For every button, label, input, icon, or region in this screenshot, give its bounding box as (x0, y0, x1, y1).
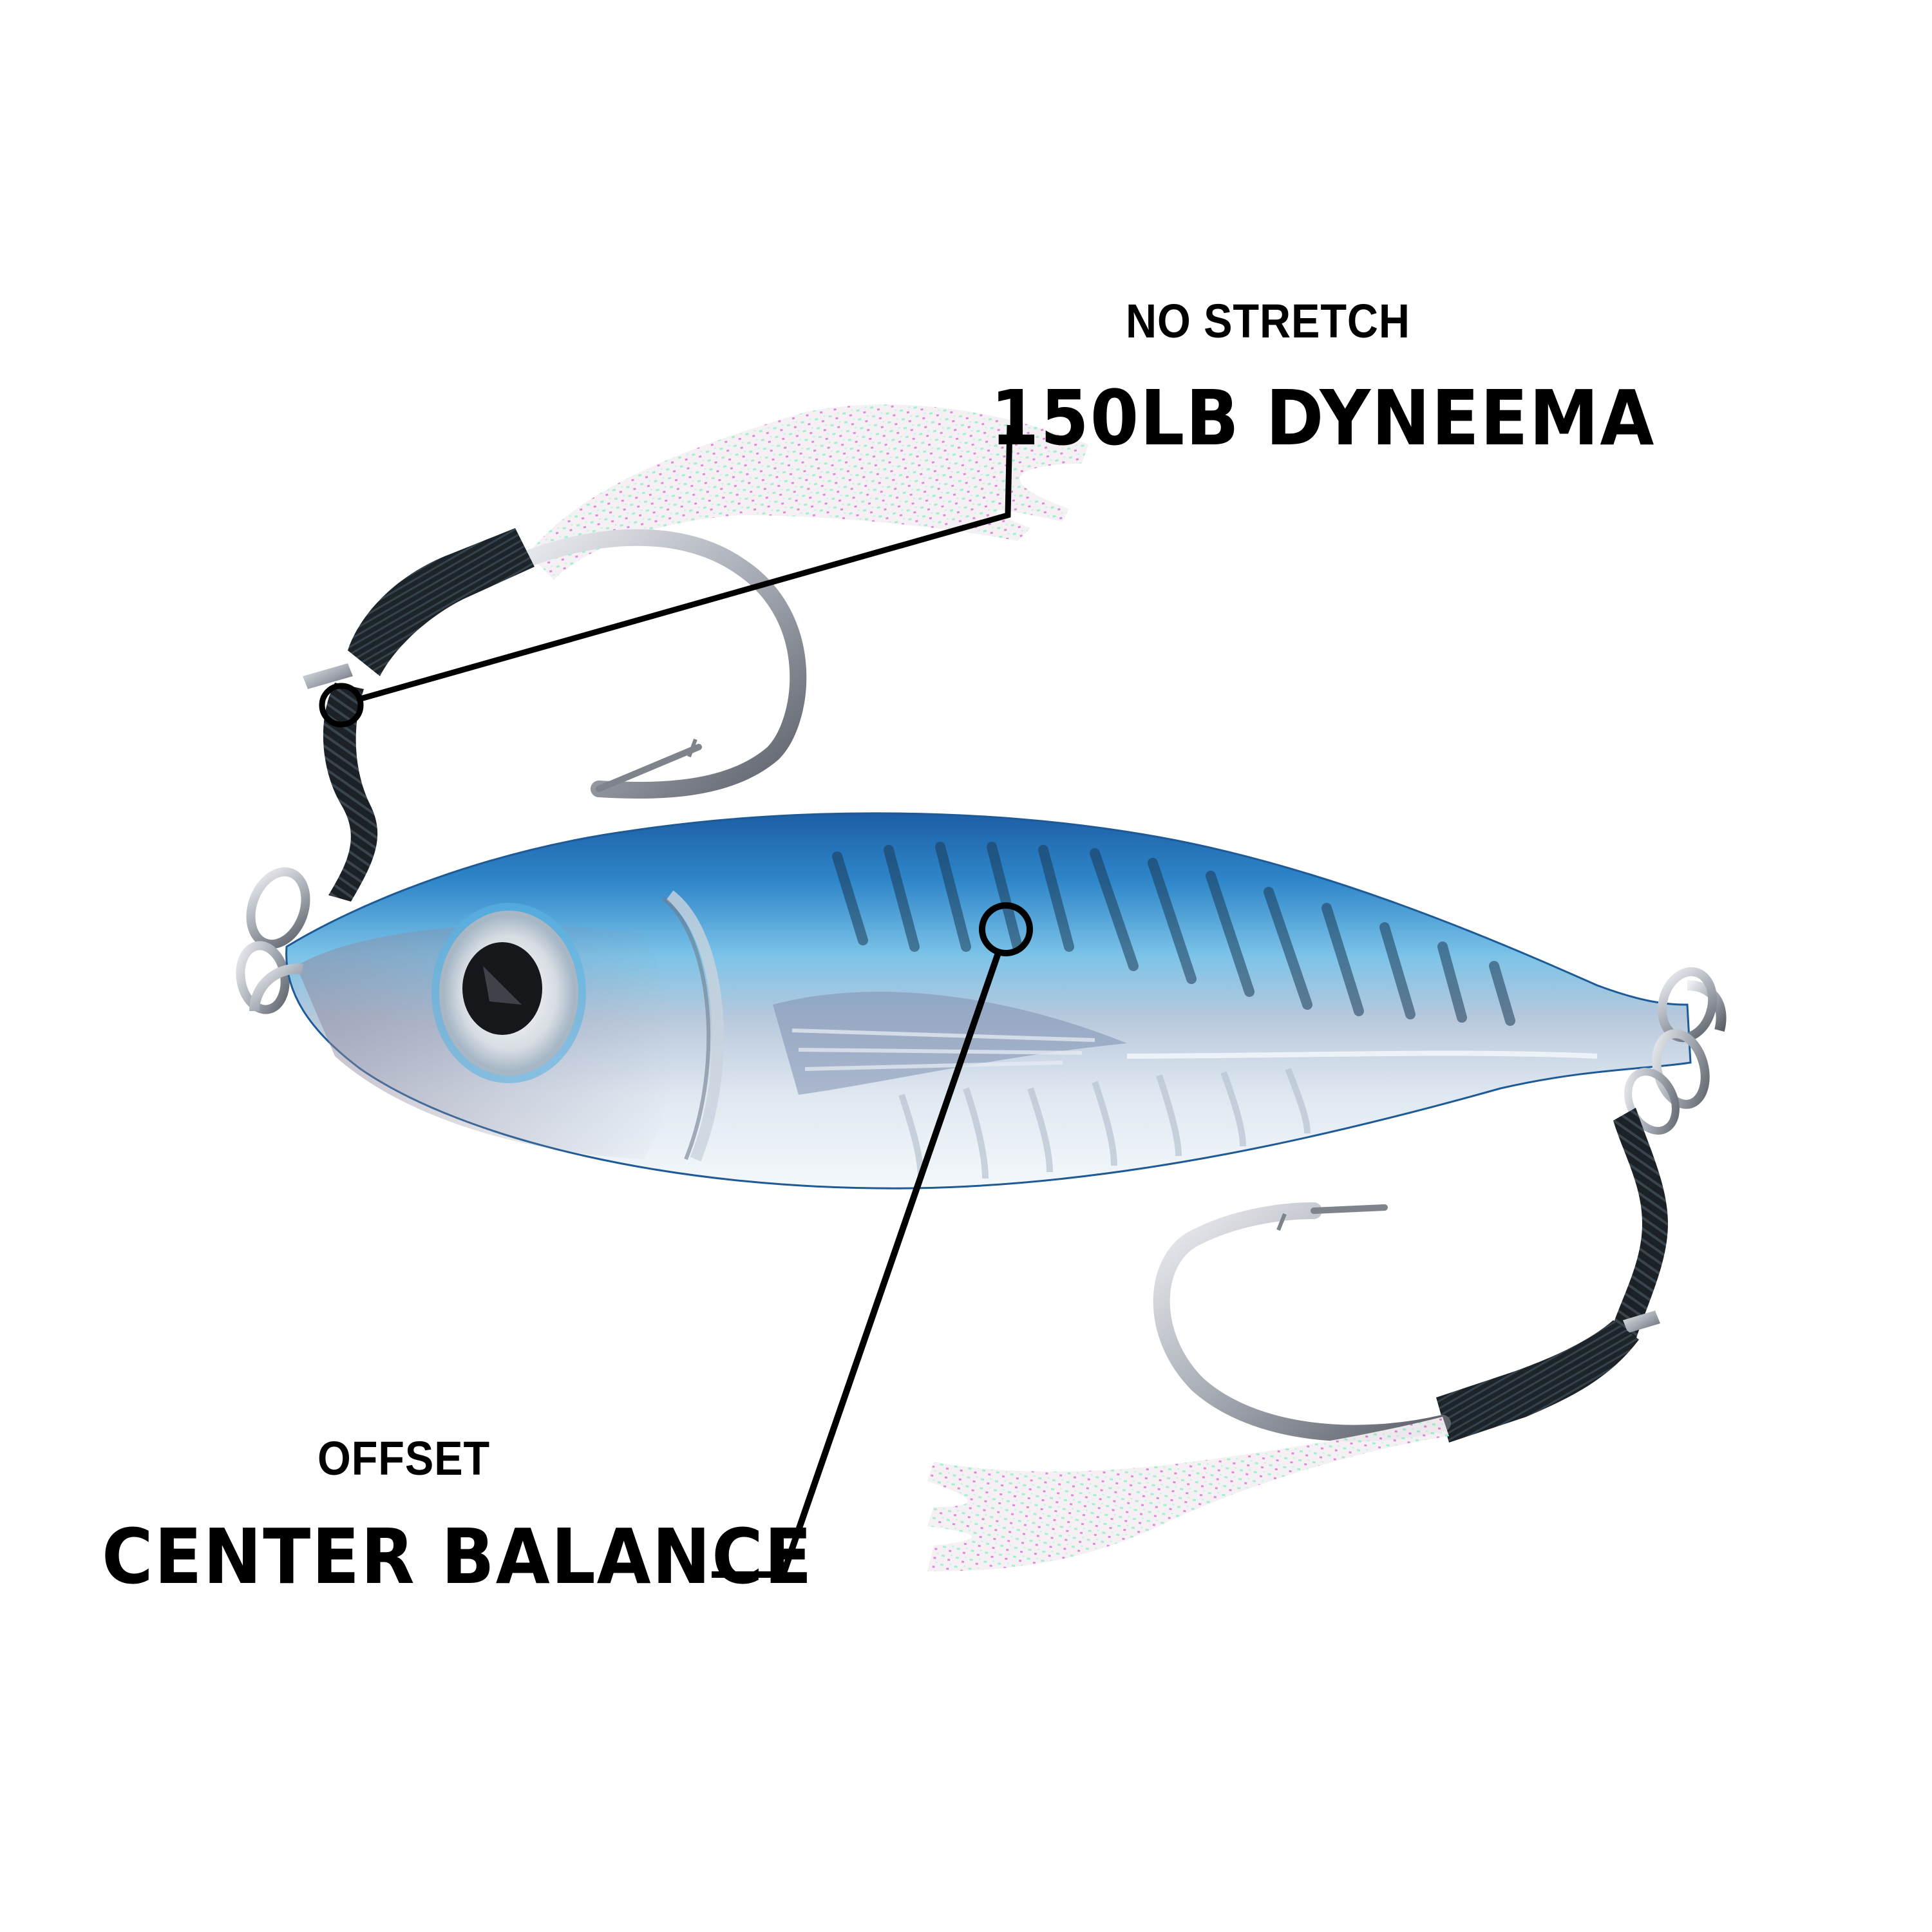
thread-wrap-rear (1436, 1320, 1639, 1443)
hook-barb-front (687, 738, 697, 758)
hook-barb-rear (1276, 1213, 1287, 1231)
jig-body (249, 812, 1727, 1189)
jig-eye (431, 903, 586, 1083)
callout-dyneema-pointer (319, 424, 1013, 728)
hook-shank-front (500, 529, 807, 799)
callout-leader-balance (712, 952, 1001, 1578)
callout-dyneema-title: 150LB DYNEEMA (990, 374, 1656, 462)
skirt-flash-rear (927, 1417, 1449, 1571)
callout-ring-balance (979, 902, 1033, 956)
skirt-flash-front (528, 404, 1088, 580)
callout-dyneema-subtitle: NO STRETCH (1126, 294, 1410, 348)
hook-point-rear (1311, 1204, 1388, 1214)
callout-balance-pointer (712, 902, 1033, 1578)
callout-leader-dyneema (359, 424, 1013, 702)
callout-ring-dyneema (319, 683, 364, 728)
hook-eye-rear (1623, 1311, 1660, 1333)
callout-balance-title: CENTER BALANCE (102, 1512, 813, 1601)
dyneema-braid-front (323, 683, 378, 902)
rear-assist-hook (927, 1108, 1668, 1571)
mackerel-stripes (832, 842, 1515, 1026)
hook-eye-front (303, 663, 353, 689)
hook-point-front (596, 744, 702, 792)
front-assist-hook (303, 404, 1088, 902)
dyneema-braid-rear (1610, 1108, 1668, 1340)
hook-shank-rear (1153, 1202, 1451, 1442)
thread-wrap-front (348, 528, 535, 676)
callout-balance-subtitle: OFFSET (317, 1432, 491, 1485)
